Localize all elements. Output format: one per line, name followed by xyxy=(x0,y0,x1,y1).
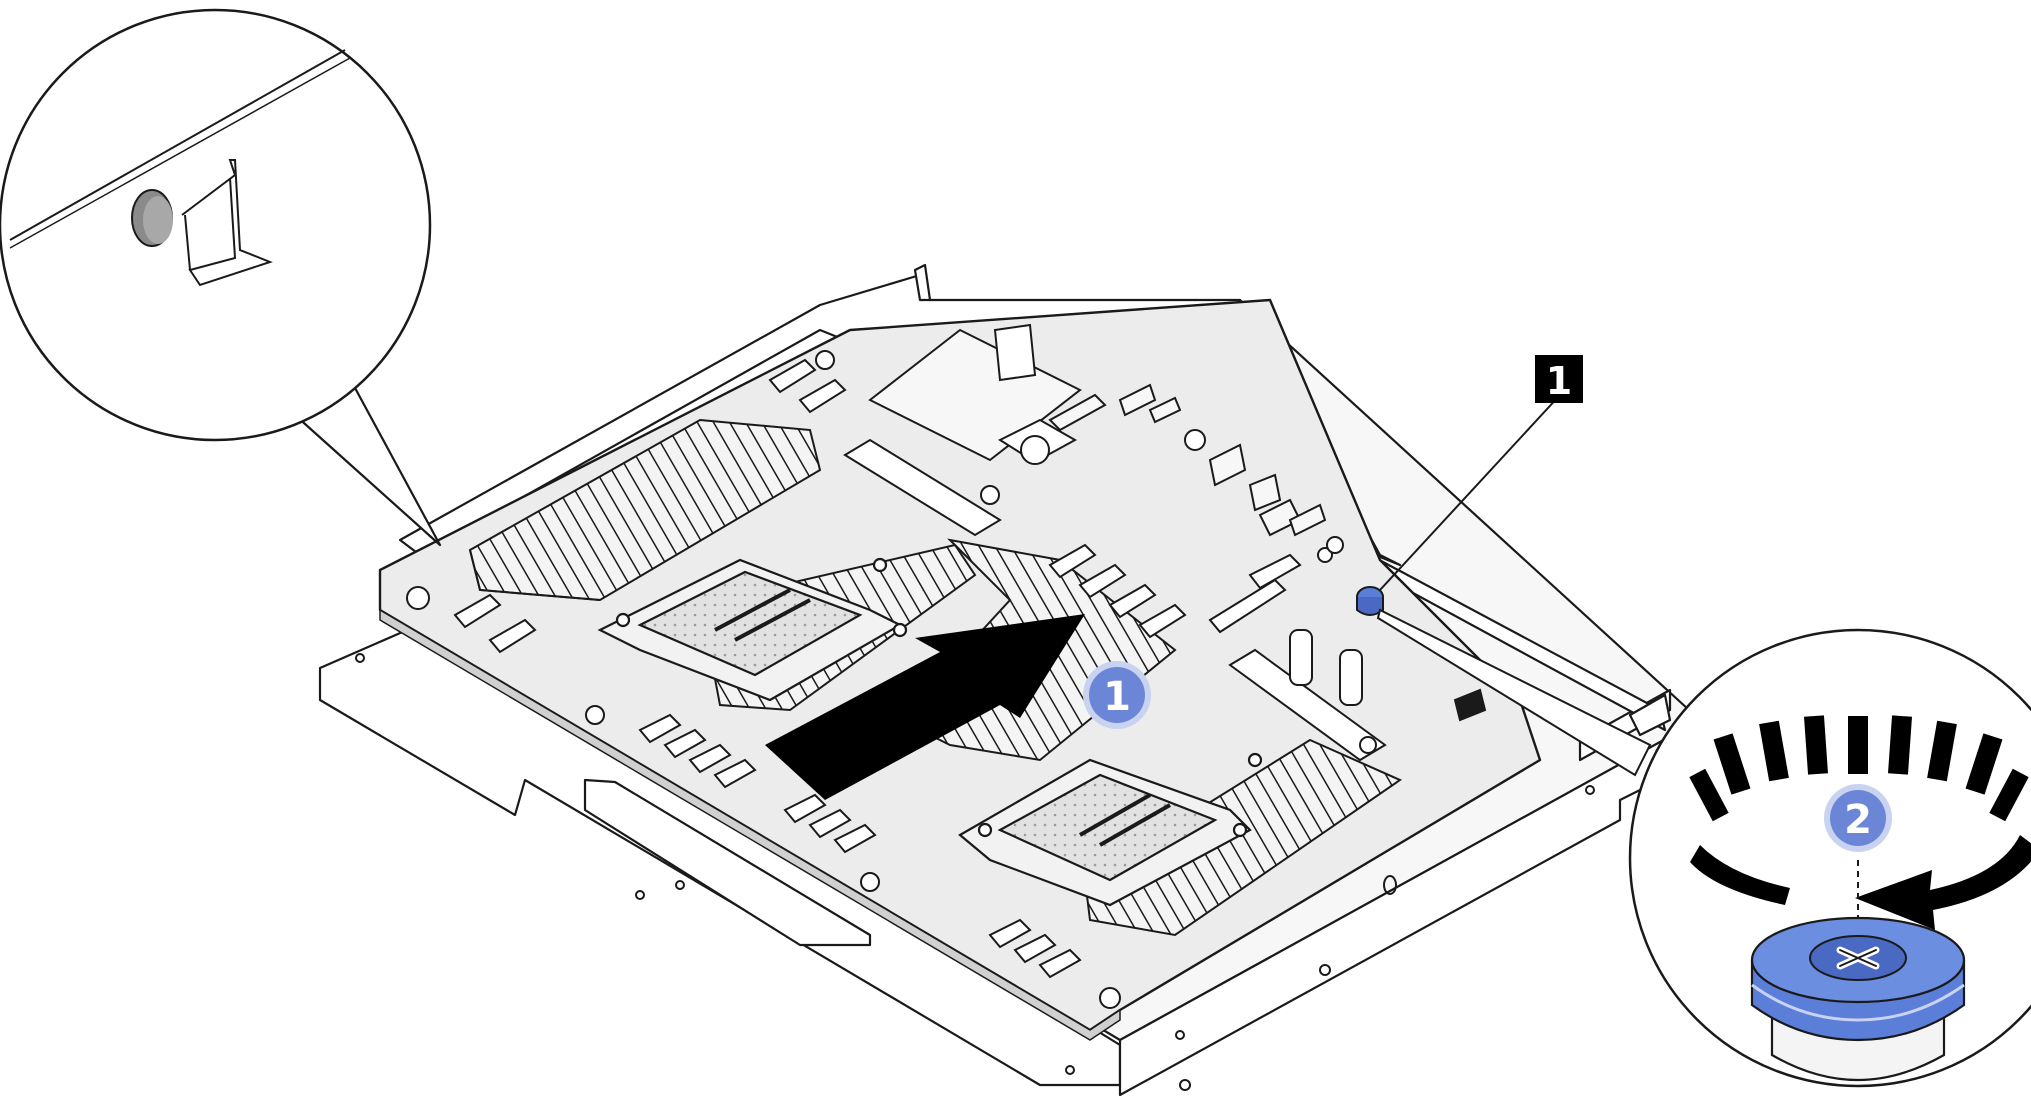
captive-screw-icon xyxy=(1750,916,1966,1082)
board-connectors xyxy=(453,358,1487,979)
step-1-badge: 1 xyxy=(1083,661,1151,729)
rotation-arrow-dashes xyxy=(1689,715,2029,822)
step-1-number: 1 xyxy=(1103,674,1131,720)
left-zoom-callout xyxy=(0,8,442,547)
dimm-bank-upper-left xyxy=(468,418,822,602)
step-2-number: 2 xyxy=(1844,797,1872,843)
callout-1-number: 1 xyxy=(1546,359,1572,403)
tray-holes xyxy=(355,653,1595,1091)
board-screws xyxy=(406,350,1377,1009)
right-zoom-callout xyxy=(1376,608,2031,1088)
callout-leader-line xyxy=(1379,394,1561,591)
step-2-badge: 2 xyxy=(1824,784,1892,852)
processor-socket-1 xyxy=(597,557,908,702)
board-upper-components xyxy=(868,323,1363,706)
processor-socket-2 xyxy=(958,752,1263,907)
rotate-arrow xyxy=(1690,845,1790,905)
slide-arrow xyxy=(765,614,1085,800)
release-pin xyxy=(1356,586,1384,616)
callout-1-label: 1 xyxy=(1535,355,1583,403)
